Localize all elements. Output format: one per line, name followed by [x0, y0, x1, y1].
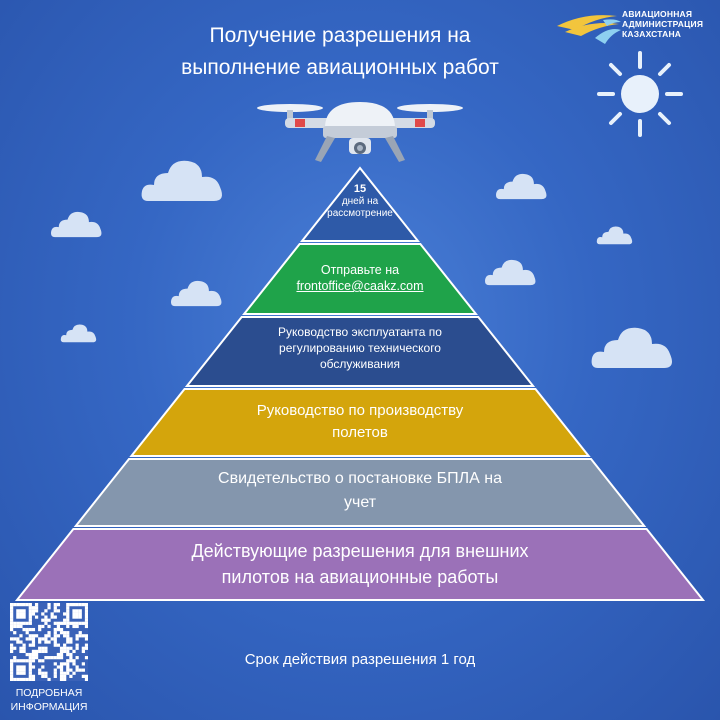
registration-line-2: учет: [343, 494, 377, 511]
logo-line-2: АДМИНИСТРАЦИЯ: [622, 19, 704, 29]
review-days-unit: дней на: [341, 195, 379, 207]
qr-code-icon[interactable]: [10, 603, 88, 681]
maintenance-line-2: регулированию технического: [279, 341, 441, 355]
pyramid-level-submit: Отправьте на frontoffice@caakz.com: [270, 262, 450, 294]
cloud-icon: [141, 160, 222, 201]
cloud-icon: [60, 324, 97, 343]
pyramid-layer-pilot-permits: [14, 528, 706, 601]
sun-icon: [597, 51, 683, 137]
pyramid-level-maintenance-manual: Руководство эксплуатанта по регулировани…: [235, 324, 485, 372]
logo-line-1: АВИАЦИОННАЯ: [622, 9, 693, 19]
page-title: Получение разрешения на выполнение авиац…: [120, 20, 560, 84]
submit-label: Отправьте на: [320, 263, 400, 277]
cloud-icon: [596, 226, 633, 245]
maintenance-line-3: обслуживания: [319, 357, 401, 371]
pyramid-level-review-time: 15 дней на рассмотрение: [320, 183, 400, 221]
flight-manual-line-2: полетов: [332, 424, 388, 441]
qr-caption: ПОДРОБНАЯ ИНФОРМАЦИЯ: [4, 686, 94, 714]
review-days-label: рассмотрение: [327, 208, 393, 219]
maintenance-line-1: Руководство эксплуатанта по: [278, 325, 442, 339]
review-days-value: 15: [353, 183, 367, 195]
cloud-icon: [591, 327, 672, 368]
submit-email-link[interactable]: frontoffice@caakz.com: [296, 279, 424, 293]
permits-line-2: пилотов на авиационные работы: [221, 567, 499, 587]
drone-icon: [257, 102, 463, 162]
cloud-icon: [496, 173, 547, 200]
qr-caption-line-1: ПОДРОБНАЯ: [15, 687, 83, 699]
validity-note: Срок действия разрешения 1 год: [244, 651, 476, 668]
pyramid-layer-review-time: [299, 166, 421, 242]
flight-manual-line-1: Руководство по производству: [256, 402, 464, 419]
cloud-icon: [51, 211, 102, 238]
pyramid-level-registration: Свидетельство о постановке БПЛА на учет: [140, 467, 580, 515]
pyramid-layer-registration: [73, 458, 647, 527]
pyramid-level-pilot-permits: Действующие разрешения для внешних пилот…: [90, 538, 630, 590]
pyramid-layer-maintenance-manual: [184, 316, 536, 387]
pyramid-layer-flight-manual: [129, 388, 591, 457]
title-line-1: Получение разрешения на: [209, 24, 471, 47]
logo-line-3: КАЗАХСТАНА: [622, 29, 682, 39]
pyramid-level-flight-manual: Руководство по производству полетов: [190, 400, 530, 444]
registration-line-1: Свидетельство о постановке БПЛА на: [218, 470, 502, 487]
title-line-2: выполнение авиационных работ: [181, 56, 499, 79]
logo-wings-icon: [557, 15, 621, 44]
permits-line-1: Действующие разрешения для внешних: [191, 541, 529, 561]
pyramid-layer-submit: [242, 243, 478, 315]
cloud-icon: [171, 280, 222, 307]
qr-caption-line-2: ИНФОРМАЦИЯ: [10, 701, 88, 713]
cloud-icon: [485, 259, 536, 286]
logo-text: АВИАЦИОННАЯ АДМИНИСТРАЦИЯ КАЗАХСТАНА: [622, 9, 703, 39]
